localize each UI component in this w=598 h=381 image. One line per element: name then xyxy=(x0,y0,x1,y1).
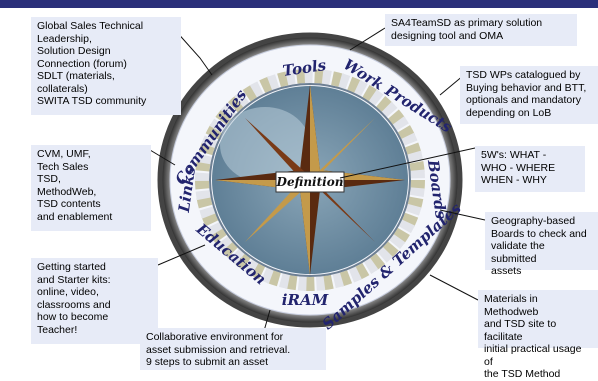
callout-iram: Collaborative environment for asset subm… xyxy=(140,328,326,370)
compass-diagram: Definition Communities Tools Work Produc… xyxy=(149,27,486,346)
center-label-box xyxy=(275,171,345,193)
leader-education xyxy=(157,244,206,266)
callout-tools: SA4TeamSD as primary solution designing … xyxy=(385,14,577,46)
callout-education: Getting started and Starter kits: online… xyxy=(31,258,158,344)
leader-tools xyxy=(349,27,386,51)
callout-communities: Global Sales Technical Leadership, Solut… xyxy=(31,17,181,115)
top-bar xyxy=(0,0,598,8)
center-label: Definition xyxy=(276,175,344,189)
compass-star xyxy=(215,85,405,275)
ring-word-tools: Tools xyxy=(281,56,327,80)
leader-links xyxy=(149,149,176,166)
ring-word-iram: iRAM xyxy=(282,291,329,309)
leader-boards xyxy=(439,209,486,221)
callout-work-products: TSD WPs catalogued by Buying behavior an… xyxy=(460,66,598,124)
callout-boards: Geography-based Boards to check and vali… xyxy=(485,212,598,277)
leader-samples xyxy=(429,274,479,301)
rim-edge xyxy=(157,32,463,328)
leader-definition xyxy=(339,147,476,179)
leader-communities xyxy=(174,29,213,76)
callout-definition: 5W's: WHAT - WHO - WHERE WHEN - WHY xyxy=(475,146,585,192)
callout-samples-templates: Materials in Methodweb and TSD site to f… xyxy=(478,290,598,380)
callout-links: CVM, UMF, Tech Sales TSD, MethodWeb, TSD… xyxy=(31,145,151,231)
